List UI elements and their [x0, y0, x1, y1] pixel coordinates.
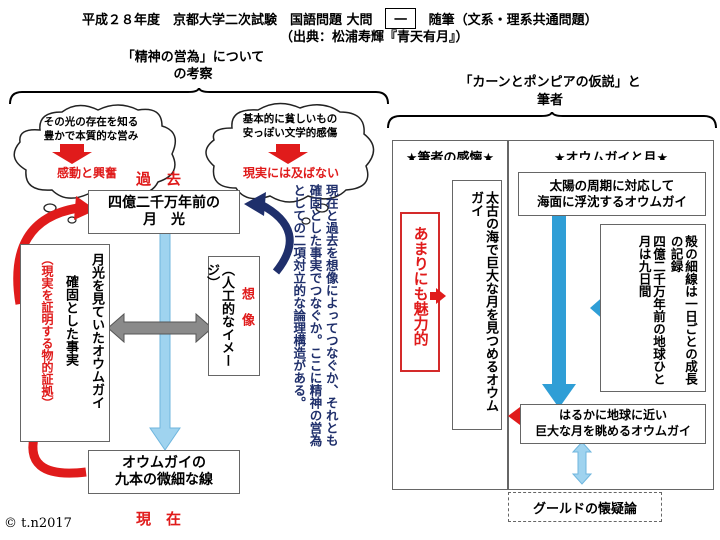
imagination-text: （人工的なイメージ） [204, 263, 234, 367]
copyright: © t.n2017 [4, 516, 72, 531]
bubble-right-text: 基本的に貧しいもの 安っぽい文学的感傷 [242, 113, 338, 139]
header-number-box: 一 [385, 8, 417, 29]
growth-text-a: 殻の細線は一日ごとの成長の記録 [668, 235, 698, 385]
left-brace [9, 88, 389, 105]
sun-cycle-box: 太陽の周期に対応して 海面に浮沈するオウムガイ [518, 172, 706, 216]
right-section-title: 「カーンとポンピアの仮説」と 筆者 [459, 75, 641, 109]
lightblue-double-arrow [571, 441, 593, 485]
growth-text-b: 四億二千万年前の地球ひと月は九日間 [636, 235, 666, 385]
navy-curve-arrow [258, 200, 294, 275]
bubble-left-red-text: 感動と興奮 [56, 166, 117, 180]
down-arrow-right [268, 144, 308, 164]
red-arrow-to-attractive [430, 288, 446, 304]
thought-bubbles [13, 102, 375, 225]
growth-record-box: 殻の細線は一日ごとの成長の記録 四億二千万年前の地球ひと月は九日間 [600, 224, 706, 392]
attractive-text: あまりにも魅力的 [411, 226, 430, 346]
imagination-label: 想 像 [239, 287, 254, 326]
down-arrow-left [52, 144, 92, 164]
red-curve-arrow-top [13, 203, 79, 305]
present-label: 現 在 [136, 510, 182, 528]
fact-text-a: 月光を見ていたオウムガイ [89, 253, 104, 409]
gould-skepticism-box: グールドの懐疑論 [508, 492, 662, 522]
imagination-box: 想 像 （人工的なイメージ） [204, 256, 260, 376]
left-section-title: 「精神の営為」について の考察 [121, 50, 265, 82]
ancient-sea-text: 太古の海で巨大な月を見つめるオウムガイ [468, 191, 498, 412]
right-brace [387, 112, 717, 129]
fact-text-b: 確固とした事実 [63, 275, 78, 366]
near-moon-box: はるかに地球に近い 巨大な月を眺めるオウムガイ [520, 404, 706, 444]
header-title-text: 平成２８年度 京都大学二次試験 国語問題 大問 [82, 13, 373, 28]
bubble-left-cloud [13, 104, 177, 200]
moonlight-box: 四億二千万年前の 月 光 [88, 190, 240, 234]
fact-text-c: （現実を証明する物的証拠） [40, 253, 54, 409]
nine-lines-box: オウムガイの 九本の微細な線 [88, 450, 240, 494]
past-label: 過 去 [136, 170, 182, 188]
header-subject-text: 随筆（文系・理系共通問題） [428, 13, 598, 28]
ancient-sea-box: 太古の海で巨大な月を見つめるオウムガイ [452, 180, 502, 430]
header-source: （出典：松浦寿輝『青天有月』） [280, 30, 469, 45]
blue-down-arrow [542, 214, 576, 408]
bubble-left-text: その光の存在を知る 豊かで本質的な営み [43, 116, 139, 142]
fact-box: 月光を見ていたオウムガイ 確固とした事実 （現実を証明する物的証拠） [20, 244, 110, 442]
structure-comment: 現在と過去を想像によってつなぐか、それとも確固とした事実でつなぐか。ここに精神の… [291, 184, 339, 447]
bubble-right-red-text: 現実には及ばない [242, 166, 339, 180]
header-line1: 平成２８年度 京都大学二次試験 国語問題 大問 一 随筆（文系・理系共通問題） [82, 8, 598, 29]
